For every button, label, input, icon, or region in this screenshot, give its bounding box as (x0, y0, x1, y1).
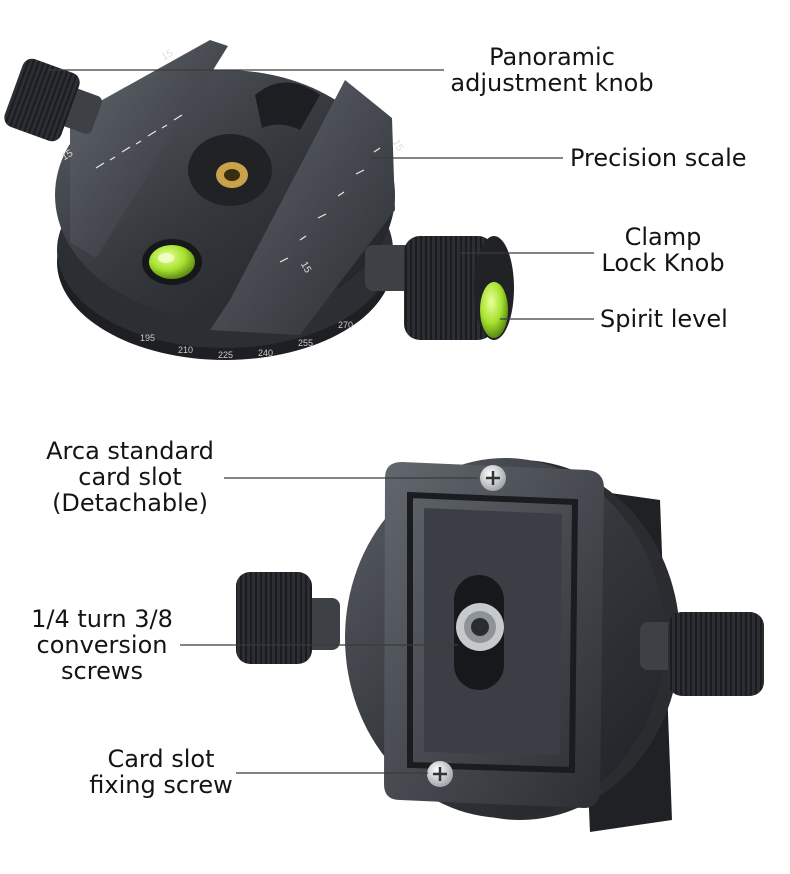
callout-line: screws (61, 657, 143, 685)
callout-spirit-level: Spirit level (600, 306, 728, 332)
callout-line: 1/4 turn 3/8 (31, 605, 173, 633)
callout-line: card slot (78, 463, 182, 491)
base-ring-label: 240 (258, 348, 274, 358)
base-ring-label: 225 (218, 350, 234, 360)
callout-line: (Detachable) (52, 489, 208, 517)
bottom-clamp (236, 458, 764, 832)
callout-line: Precision scale (570, 144, 747, 172)
callout-line: adjustment knob (450, 69, 654, 97)
left-precision-ruler (95, 114, 183, 169)
callout-line: Card slot (107, 745, 215, 773)
left-lock-knob (236, 572, 340, 664)
base-ring-label: 270 (338, 320, 354, 330)
top-fixing-screw (480, 465, 506, 491)
right-precision-ruler (279, 147, 381, 263)
top-clamp (4, 40, 514, 360)
right-clamp-plate (210, 80, 395, 335)
knob-spirit-level (480, 282, 508, 338)
base-ring-label: 195 (140, 333, 156, 343)
callout-card-slot-fixing-screw: Card slot fixing screw (76, 746, 246, 798)
callout-panoramic-knob: Panoramic adjustment knob (444, 44, 660, 96)
callout-line: conversion (36, 631, 168, 659)
callout-conversion-screws: 1/4 turn 3/8 conversion screws (20, 606, 184, 684)
callout-line: Panoramic (489, 43, 615, 71)
callout-line: Arca standard (46, 437, 214, 465)
callout-precision-scale: Precision scale (570, 145, 747, 171)
callout-arca-card-slot: Arca standard card slot (Detachable) (32, 438, 228, 516)
panoramic-adjustment-knob (4, 58, 102, 142)
callout-line: Clamp (624, 223, 702, 251)
callout-line: Lock Knob (601, 249, 725, 277)
leader-lines (48, 69, 594, 774)
base-ring-label: 210 (178, 345, 194, 355)
callout-line: fixing screw (89, 771, 233, 799)
card-slot-fixing-screw (427, 761, 453, 787)
conversion-screw (456, 603, 504, 651)
right-panoramic-knob (640, 612, 764, 696)
base-ring-label: 255 (298, 338, 314, 348)
callout-line: Spirit level (600, 305, 728, 333)
left-clamp-plate (70, 40, 228, 258)
callout-clamp-lock-knob: Clamp Lock Knob (596, 224, 730, 276)
